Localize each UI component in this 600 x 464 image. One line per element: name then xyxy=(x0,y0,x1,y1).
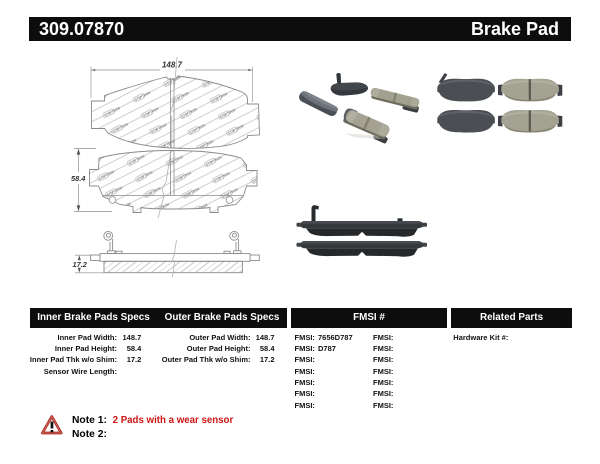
svg-text:58.4: 58.4 xyxy=(71,174,85,183)
svg-text:148.7: 148.7 xyxy=(162,61,183,70)
svg-text:17.2: 17.2 xyxy=(73,260,88,269)
